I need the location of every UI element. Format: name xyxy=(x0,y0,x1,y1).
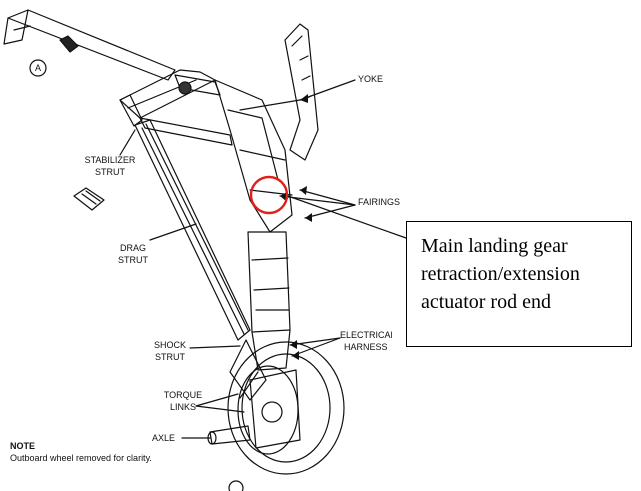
axle xyxy=(209,425,251,445)
drag-strut-label-line2: STRUT xyxy=(118,255,148,265)
stabilizer-strut-label-line1: STABILIZER xyxy=(84,155,136,165)
note-title: NOTE xyxy=(10,441,36,451)
yoke-label: YOKE xyxy=(358,74,384,84)
trunnion-beam xyxy=(119,69,216,119)
axle-label: AXLE xyxy=(152,433,176,443)
upper-strut-body xyxy=(214,79,293,233)
reference-a-circle xyxy=(29,59,47,77)
wheel xyxy=(227,341,345,475)
actuator-highlight-circle xyxy=(249,175,289,215)
electrical-harness-label-line1: ELECTRICAl xyxy=(340,330,393,340)
drag-strut xyxy=(134,119,251,341)
callout-line-1: Main landing gear xyxy=(421,235,568,257)
wing-structure xyxy=(7,9,176,81)
shock-strut-label-line1: SHOCK xyxy=(153,340,186,350)
reference-a-label: A xyxy=(34,63,41,73)
direction-arrow xyxy=(73,187,105,211)
stabilizer-strut-label-line2: STRUT xyxy=(95,167,125,177)
torque-links-label-line2: LINKS xyxy=(169,402,196,412)
shock-strut-label-line2: STRUT xyxy=(155,352,185,362)
drag-strut-label-line1: DRAG xyxy=(119,243,146,253)
stabilizer-strut-link xyxy=(119,94,143,127)
callout-line-3: actuator rod end xyxy=(421,291,551,313)
electrical-harness-label-line2: HARNESS xyxy=(344,342,388,352)
torque-links-label-line1: TORQUE xyxy=(163,390,203,400)
yoke xyxy=(284,23,319,161)
callout-line-2: retraction/extension xyxy=(421,263,580,285)
fairings-label: FAIRINGS xyxy=(358,197,401,207)
actuator-callout-box: Main landing gear retraction/extension a… xyxy=(406,221,632,347)
shock-strut xyxy=(247,231,291,333)
torque-links xyxy=(229,339,267,401)
note-text: Outboard wheel removed for clarity. xyxy=(10,453,152,463)
